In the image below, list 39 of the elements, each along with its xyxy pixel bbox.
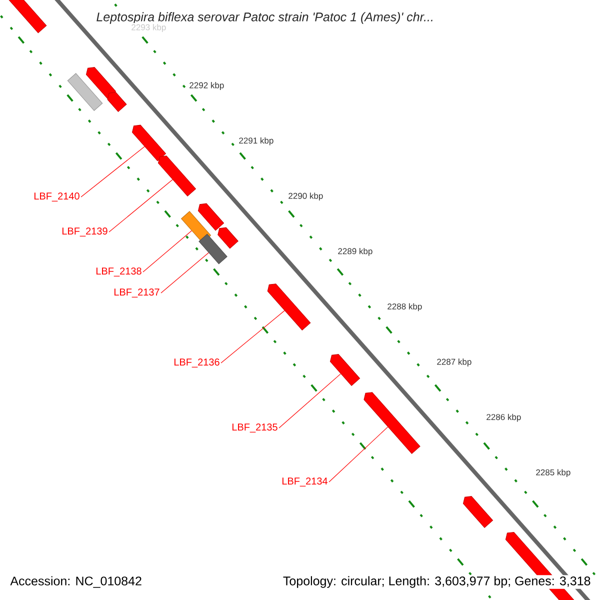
scale-label: 2293 kbp — [130, 23, 168, 33]
scale-label: 2290 kbp — [287, 192, 324, 202]
gene-block — [7, 0, 47, 34]
gene-block — [181, 211, 211, 243]
gene-block — [267, 284, 311, 330]
gene-block — [86, 67, 116, 99]
accession-text: Accession: NC_010842 — [9, 575, 143, 589]
scale-label: 2292 kbp — [188, 81, 226, 91]
leader-line — [160, 252, 209, 294]
gene-block — [198, 234, 228, 264]
gene-label: LBF_2134 — [282, 478, 328, 486]
gene-label: LBF_2138 — [96, 268, 142, 276]
leader-line — [220, 310, 285, 364]
gene-label: LBF_2136 — [174, 358, 220, 368]
scale-label: 2287 kbp — [436, 358, 473, 368]
gene-label: LBF_2137 — [114, 288, 160, 298]
scale-label: 2288 kbp — [386, 302, 424, 312]
leader-line — [142, 230, 192, 272]
leader-line — [328, 426, 388, 482]
gene-block — [107, 92, 127, 112]
leader-line — [80, 146, 145, 198]
gene-block — [132, 124, 166, 162]
gene-label: LBF_2139 — [62, 228, 108, 236]
gene-label: LBF_2140 — [34, 192, 80, 202]
scale-label: 2285 kbp — [534, 468, 572, 478]
gene-block — [462, 496, 494, 528]
gene-block — [158, 156, 196, 196]
leader-line — [108, 179, 173, 232]
leader-line — [278, 374, 341, 428]
scale-label: 2291 kbp — [238, 136, 275, 146]
summary-text: Topology: circular; Length: 3,603,977 bp; Genes: 3,318 — [282, 575, 592, 589]
gene-block — [364, 392, 420, 454]
gene-block — [330, 354, 360, 386]
gene-block — [198, 203, 224, 231]
gene-label: LBF_2135 — [232, 424, 278, 432]
gene-block — [67, 73, 103, 111]
scale-label: 2289 kbp — [336, 246, 374, 257]
gene-block — [218, 227, 238, 249]
scale-label: 2286 kbp — [485, 412, 522, 423]
